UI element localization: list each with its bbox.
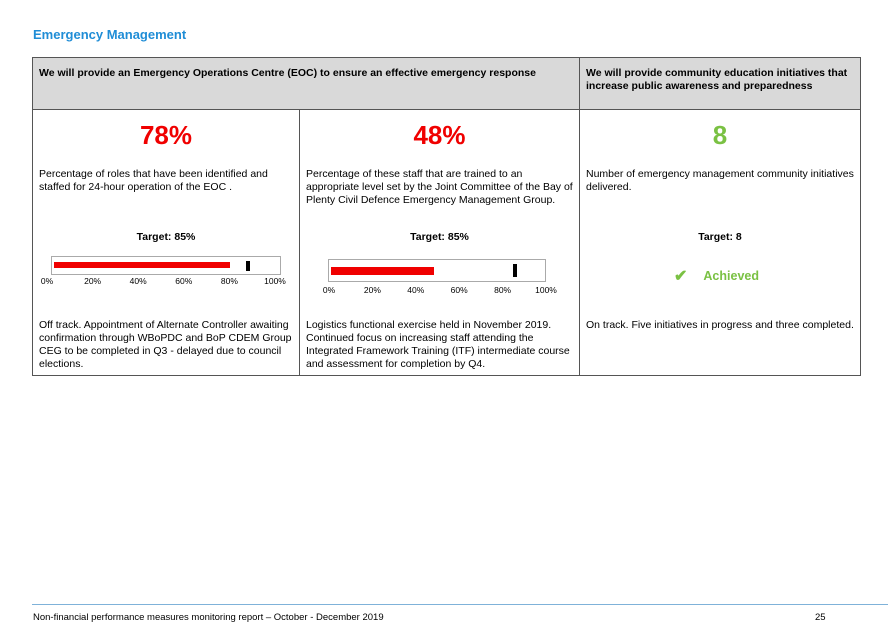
tick-label: 80% <box>220 276 238 286</box>
measure-description: Percentage of roles that have been ident… <box>39 168 268 193</box>
progress-fill <box>54 262 231 268</box>
target-marker <box>512 264 517 277</box>
measure-community-initiatives: 8 Number of emergency management communi… <box>580 110 860 375</box>
page-number: 25 <box>815 612 826 623</box>
measure-value: 78% <box>139 120 193 150</box>
header-eoc: We will provide an Emergency Operations … <box>33 58 580 110</box>
tick-label: 80% <box>494 285 512 295</box>
measure-commentary: Off track. Appointment of Alternate Cont… <box>39 319 292 370</box>
tick-label: 20% <box>363 285 381 295</box>
header-education: We will provide community education init… <box>580 58 860 110</box>
progress-fill <box>331 267 434 275</box>
progress-bar <box>51 256 281 275</box>
tick-label: 40% <box>407 285 425 295</box>
footer-text: Non-financial performance measures monit… <box>33 612 384 623</box>
footer-divider <box>32 604 888 605</box>
target-marker <box>246 261 251 271</box>
measure-commentary: Logistics functional exercise held in No… <box>306 319 570 370</box>
tick-label: 60% <box>450 285 468 295</box>
measure-description: Percentage of these staff that are train… <box>306 168 573 206</box>
measure-value: 8 <box>712 120 728 150</box>
tick-label: 100% <box>535 285 557 295</box>
tick-label: 60% <box>175 276 193 286</box>
checkmark-icon: ✔ <box>674 268 688 285</box>
tick-label: 20% <box>84 276 102 286</box>
tick-label: 0% <box>322 285 336 295</box>
measure-value: 48% <box>413 120 466 150</box>
tick-label: 0% <box>40 276 54 286</box>
tick-label: 100% <box>264 276 286 286</box>
measure-target: Target: 85% <box>136 231 196 243</box>
measures-table: We will provide an Emergency Operations … <box>32 57 861 376</box>
progress-bar <box>328 259 546 282</box>
tick-label: 40% <box>129 276 147 286</box>
measure-description: Number of emergency management community… <box>586 168 854 193</box>
section-title: Emergency Management <box>33 27 187 42</box>
status-row: ✔ Achieved <box>674 266 759 286</box>
status-label: Achieved <box>703 269 759 283</box>
measure-target: Target: 8 <box>698 231 742 243</box>
measure-target: Target: 85% <box>410 231 469 243</box>
measure-commentary: On track. Five initiatives in progress a… <box>586 319 854 331</box>
measure-eoc-roles: 78% Percentage of roles that have been i… <box>33 110 300 375</box>
measure-eoc-training: 48% Percentage of these staff that are t… <box>300 110 580 375</box>
